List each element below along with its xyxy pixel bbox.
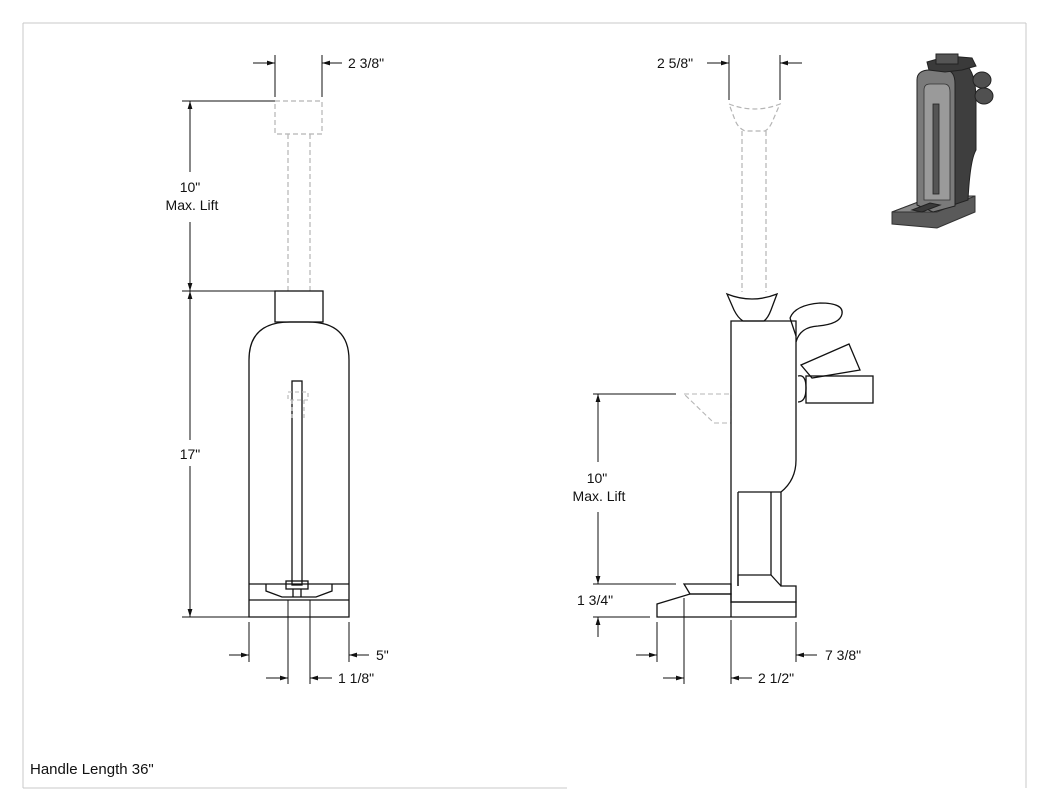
front-body-hidden bbox=[287, 391, 309, 420]
isometric-jack-image bbox=[891, 53, 994, 229]
dim-max-lift-label: Max. Lift bbox=[166, 197, 219, 213]
dim-max-lift-value: 10" bbox=[180, 179, 201, 195]
dim-toe-offset bbox=[663, 598, 752, 684]
dim-toe-height bbox=[593, 616, 650, 637]
side-body bbox=[656, 292, 874, 618]
drawing-border bbox=[22, 22, 1027, 789]
dim-slot-width-label: 1 1/8" bbox=[338, 670, 374, 686]
dim-ram-width bbox=[253, 55, 342, 97]
dim-cap-width-label: 2 5/8" bbox=[657, 55, 693, 71]
front-ram-extended bbox=[274, 100, 323, 291]
dim-base-width bbox=[229, 622, 369, 662]
dim-base-width-label: 5" bbox=[376, 647, 389, 663]
dim-toe-lift-value: 10" bbox=[587, 470, 608, 486]
dim-slot-width bbox=[266, 600, 332, 684]
dim-ram-width-label: 2 3/8" bbox=[348, 55, 384, 71]
front-body bbox=[248, 290, 350, 618]
dim-toe-offset-label: 2 1/2" bbox=[758, 670, 794, 686]
dim-cap-width bbox=[707, 55, 802, 100]
side-ram-extended bbox=[727, 102, 782, 292]
dim-toe-lift-label: Max. Lift bbox=[573, 488, 626, 504]
dim-toe-lift bbox=[593, 393, 676, 585]
dim-base-length bbox=[636, 622, 817, 662]
dim-body-height-label: 17" bbox=[180, 446, 201, 462]
handle-length-note: Handle Length 36" bbox=[30, 761, 154, 778]
side-toe-extended bbox=[682, 393, 732, 424]
side-view: 2 5/8" 10" Max. Lift 1 3/4" 7 3/8" bbox=[573, 55, 874, 686]
dim-toe-height-label: 1 3/4" bbox=[577, 592, 613, 608]
dim-front-vertical bbox=[182, 100, 275, 618]
front-view: 2 3/8" 10" Max. Lift 17" 5" bbox=[166, 55, 389, 686]
dim-base-length-label: 7 3/8" bbox=[825, 647, 861, 663]
